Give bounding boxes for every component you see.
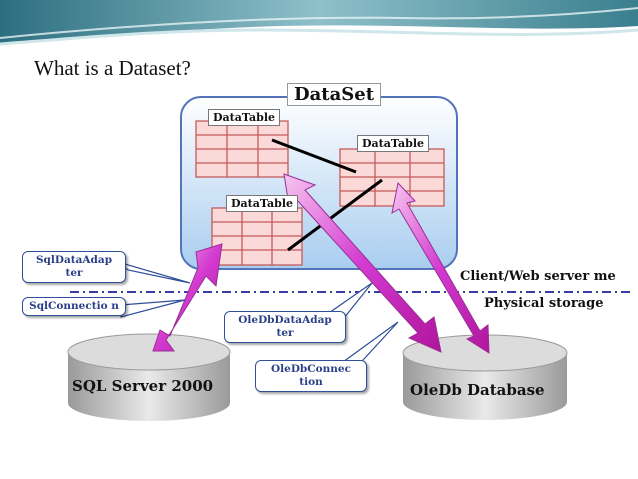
header-decoration xyxy=(0,0,638,46)
relation-line-2 xyxy=(287,178,383,252)
physical-storage-label: Physical storage xyxy=(484,296,604,311)
datatable-label-2: DataTable xyxy=(357,135,430,152)
client-server-label: Client/Web server me xyxy=(460,269,616,284)
oledb-data-adapter-callout: OleDbDataAdap ter xyxy=(224,311,346,343)
oledb-database-label: OleDb Database xyxy=(410,381,545,399)
arrow-sql-to-table xyxy=(152,243,223,352)
sql-server-label: SQL Server 2000 xyxy=(72,377,214,395)
datatable-grid-1 xyxy=(195,120,289,178)
datatable-label-3: DataTable xyxy=(226,195,299,212)
datatable-grid-2 xyxy=(339,148,445,207)
dataset-label: DataSet xyxy=(287,83,382,106)
sql-data-adapter-callout: SqlDataAdap ter xyxy=(22,251,126,283)
oledb-cylinder xyxy=(402,334,568,420)
oledb-connection-callout: OleDbConnec tion xyxy=(255,360,367,392)
slide-title: What is a Dataset? xyxy=(34,56,191,80)
datatable-grid-3 xyxy=(211,207,303,266)
sql-server-cylinder xyxy=(67,333,231,421)
callout-pointer-sqlconn xyxy=(120,299,186,318)
datatable-label-1: DataTable xyxy=(208,109,281,126)
callout-pointer-sqladapter xyxy=(117,261,191,284)
sql-connection-callout: SqlConnectio n xyxy=(22,297,126,316)
relation-line-1 xyxy=(271,138,357,174)
arrow-oledb-to-table-right xyxy=(391,181,490,354)
